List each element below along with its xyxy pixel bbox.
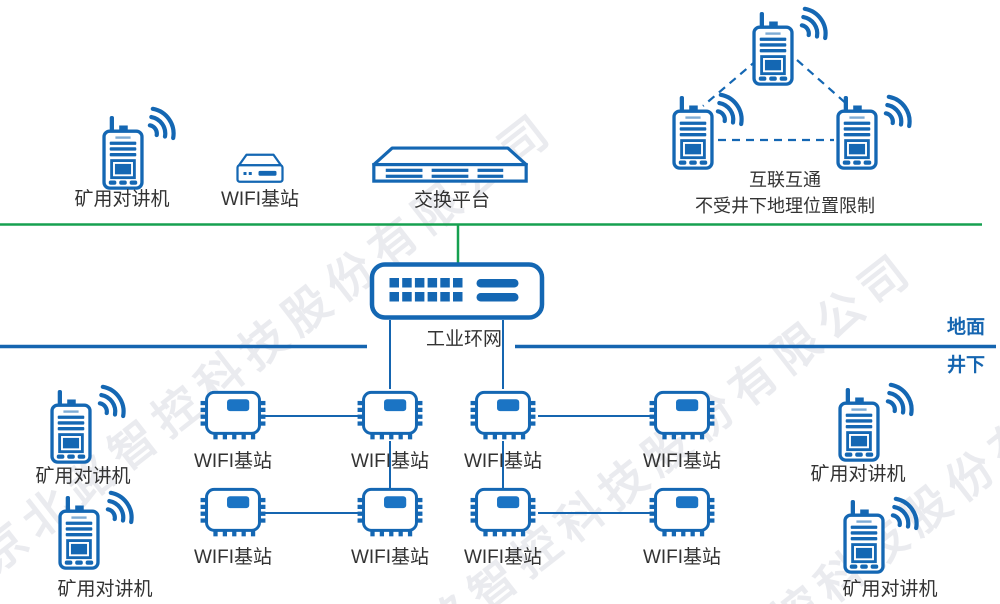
- wifi-signal-icon: [712, 86, 746, 128]
- wifi-station-icon: [468, 486, 538, 544]
- underground-radio-label: 矿用对讲机: [35, 466, 131, 487]
- station-label: WIFI基站: [642, 451, 722, 472]
- wifi-signal-icon: [94, 378, 128, 420]
- wifi-station-icon: [198, 389, 268, 447]
- wifi-signal-icon: [796, 0, 830, 42]
- walkie-talkie-icon: [752, 12, 794, 86]
- station-label: WIFI基站: [350, 451, 430, 472]
- station-label: WIFI基站: [463, 547, 543, 568]
- wifi-station-icon: [355, 486, 425, 544]
- station-label: WIFI基站: [642, 547, 722, 568]
- station-label: WIFI基站: [463, 451, 543, 472]
- underground-label: 井下: [946, 355, 985, 376]
- wifi-signal-icon: [887, 490, 921, 532]
- mesh-dashed-left: [702, 59, 758, 107]
- switch-platform-label: 交换平台: [413, 190, 490, 211]
- mesh-caption-line1: 互联互通: [749, 170, 821, 190]
- switch-platform-icon: [372, 146, 528, 185]
- wifi-station-icon: [355, 389, 425, 447]
- walkie-talkie-icon: [672, 96, 714, 170]
- underground-radio-label: 矿用对讲机: [842, 579, 938, 600]
- walkie-talkie-icon: [836, 96, 878, 170]
- wifi-ap-icon: [236, 150, 284, 185]
- station-label: WIFI基站: [193, 547, 273, 568]
- walkie-talkie-icon: [50, 390, 92, 464]
- mesh-caption-line2: 不受井下地理位置限制: [695, 196, 875, 216]
- walkie-talkie-icon: [838, 388, 880, 462]
- underground-radio-label: 矿用对讲机: [57, 579, 153, 600]
- station-label: WIFI基站: [350, 547, 430, 568]
- wifi-station-icon: [647, 486, 717, 544]
- ring-network-label: 工业环网: [425, 329, 502, 350]
- walkie-talkie-icon: [102, 116, 144, 190]
- ring-network-switch-icon: [369, 262, 545, 320]
- wifi-station-icon: [647, 389, 717, 447]
- walkie-talkie-icon: [843, 500, 885, 574]
- mesh-dashed-right: [796, 59, 850, 107]
- wifi-station-icon: [198, 486, 268, 544]
- wifi-signal-icon: [102, 484, 136, 526]
- wifi-signal-icon: [882, 376, 916, 418]
- wifi-signal-icon: [880, 88, 914, 130]
- underground-radio-label: 矿用对讲机: [810, 464, 906, 485]
- surface-radio-label: 矿用对讲机: [74, 189, 170, 210]
- wifi-station-icon: [468, 389, 538, 447]
- ground-surface-label: 地面: [946, 317, 985, 338]
- surface-ap-label: WIFI基站: [220, 189, 300, 210]
- walkie-talkie-icon: [58, 496, 100, 570]
- wifi-signal-icon: [144, 100, 178, 142]
- station-label: WIFI基站: [193, 451, 273, 472]
